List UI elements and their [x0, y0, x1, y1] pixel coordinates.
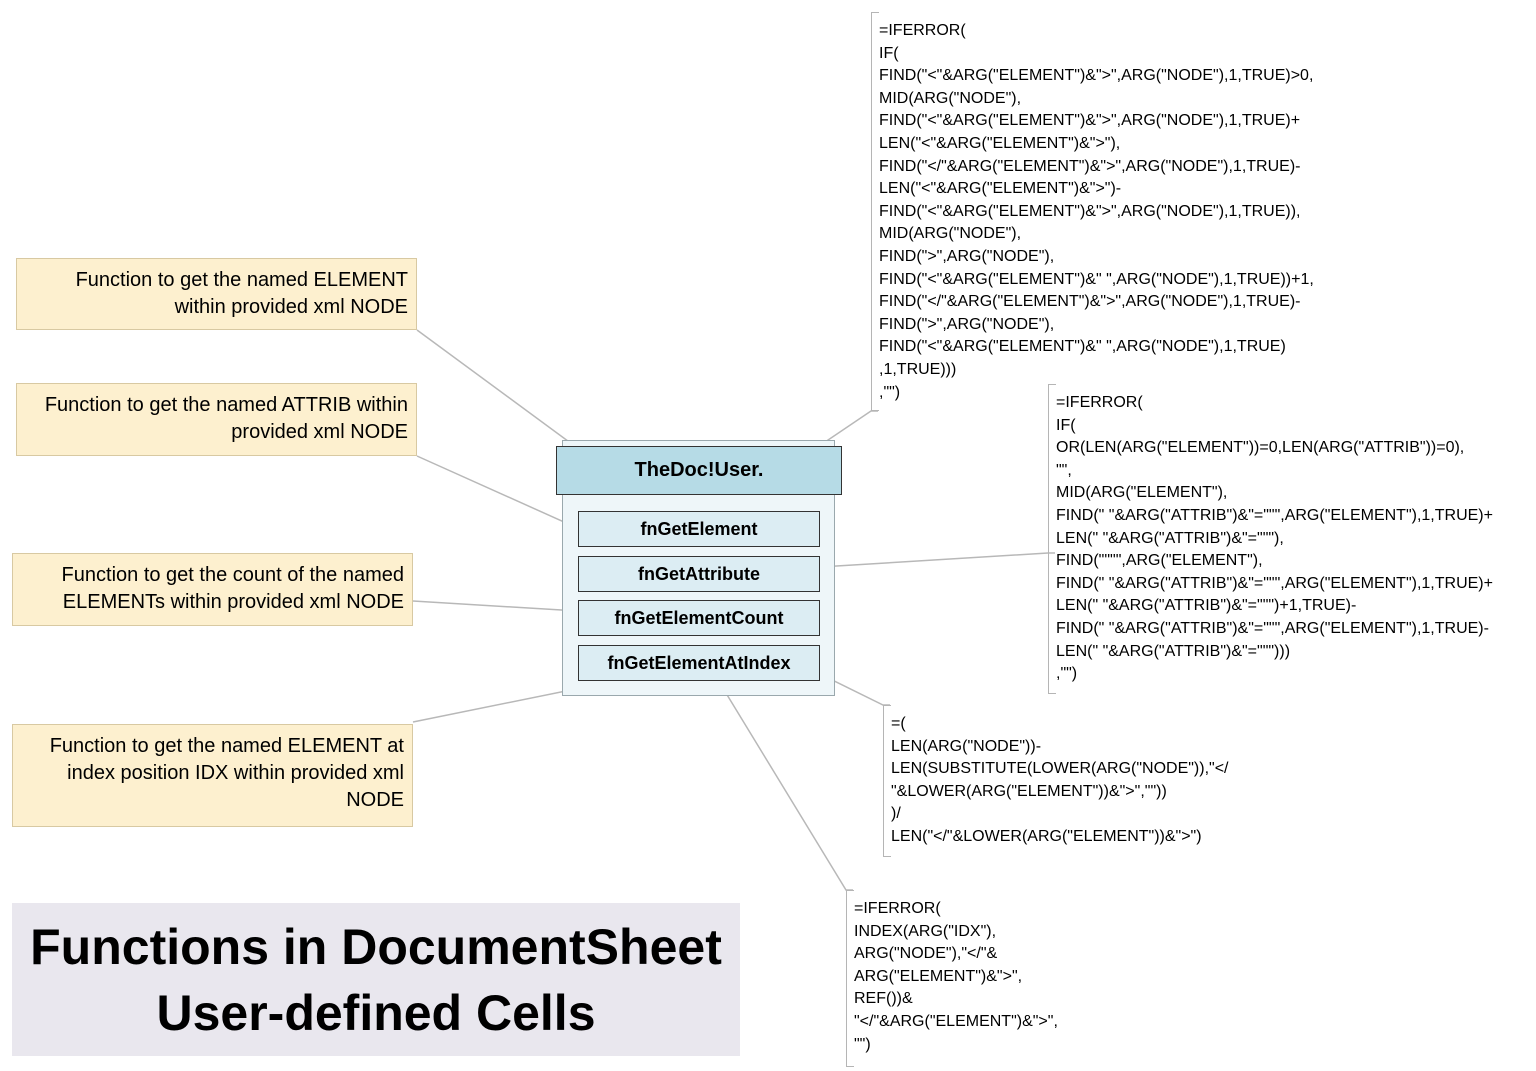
note-get-element-at-index: Function to get the named ELEMENT at ind…: [12, 724, 413, 827]
formula-get-attribute: =IFERROR( IF( OR(LEN(ARG("ELEMENT"))=0,L…: [1048, 384, 1528, 694]
note-get-element: Function to get the named ELEMENT within…: [16, 258, 417, 330]
formula-get-element: =IFERROR( IF( FIND("<"&ARG("ELEMENT")&">…: [871, 12, 1371, 411]
connector-formula-attribute: [819, 552, 1055, 568]
connector-note-count: [412, 600, 579, 612]
formula-get-element-at-index: =IFERROR( INDEX(ARG("IDX"), ARG("NODE"),…: [846, 890, 1146, 1067]
formula-get-element-count: =( LEN(ARG("NODE"))- LEN(SUBSTITUTE(LOWE…: [883, 705, 1283, 857]
function-fn-get-element-count[interactable]: fnGetElementCount: [578, 600, 820, 636]
note-get-element-count: Function to get the count of the named E…: [12, 553, 413, 626]
function-fn-get-element[interactable]: fnGetElement: [578, 511, 820, 547]
note-get-attribute: Function to get the named ATTRIB within …: [16, 383, 417, 456]
function-group-header: TheDoc!User.: [556, 446, 842, 495]
page-title: Functions in DocumentSheet User-defined …: [12, 903, 740, 1056]
connector-formula-index: [717, 679, 853, 891]
function-fn-get-element-at-index[interactable]: fnGetElementAtIndex: [578, 645, 820, 681]
function-fn-get-attribute[interactable]: fnGetAttribute: [578, 556, 820, 592]
